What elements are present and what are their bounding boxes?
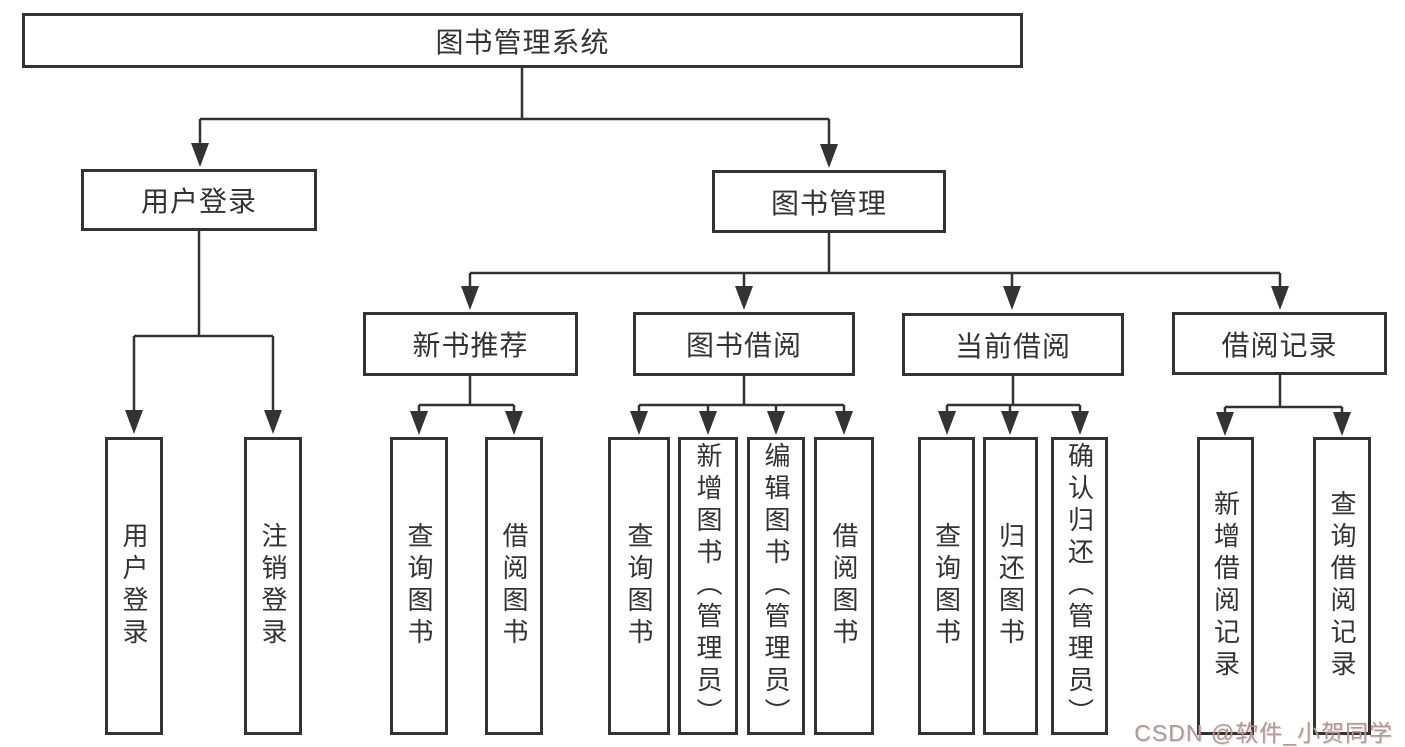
leaf-confirm-return: 确认归还（管理员） <box>1051 437 1108 735</box>
leaf-query-book-recommend: 查询图书 <box>390 437 448 735</box>
node-root: 图书管理系统 <box>22 13 1023 68</box>
leaf-edit-book-label: 编辑图书（管理员） <box>761 442 791 730</box>
leaf-logout-label: 注销登录 <box>258 522 288 650</box>
node-book-borrow-label: 图书借阅 <box>685 330 802 361</box>
node-user-login: 用户登录 <box>81 169 317 231</box>
node-book-management-label: 图书管理 <box>770 187 887 219</box>
leaf-borrow-book: 借阅图书 <box>814 437 874 735</box>
node-book-borrow: 图书借阅 <box>633 312 855 376</box>
leaf-user-login-label: 用户登录 <box>119 522 149 650</box>
leaf-borrow-book-label: 借阅图书 <box>829 522 859 650</box>
leaf-query-borrow-record: 查询借阅记录 <box>1313 437 1371 735</box>
leaf-add-borrow-record-label: 新增借阅记录 <box>1210 490 1241 682</box>
leaf-borrow-book-recommend: 借阅图书 <box>485 437 543 735</box>
leaf-query-book-current-label: 查询图书 <box>931 522 962 650</box>
leaf-return-book: 归还图书 <box>983 437 1038 735</box>
csdn-watermark: CSDN @软件_小贺同学 <box>1134 720 1393 746</box>
leaf-add-book-label: 新增图书（管理员） <box>693 442 723 730</box>
leaf-query-book-current: 查询图书 <box>918 437 975 735</box>
leaf-add-book: 新增图书（管理员） <box>678 437 738 735</box>
leaf-query-book-borrow-label: 查询图书 <box>624 522 654 650</box>
leaf-query-book-borrow: 查询图书 <box>608 437 670 735</box>
leaf-user-login: 用户登录 <box>105 437 163 735</box>
node-new-book-recommend-label: 新书推荐 <box>412 330 529 361</box>
leaf-borrow-book-recommend-label: 借阅图书 <box>499 522 529 650</box>
leaf-logout: 注销登录 <box>244 437 302 735</box>
leaf-query-borrow-record-label: 查询借阅记录 <box>1327 490 1357 682</box>
leaf-edit-book: 编辑图书（管理员） <box>747 437 805 735</box>
node-current-borrow-label: 当前借阅 <box>954 330 1071 362</box>
node-book-management: 图书管理 <box>712 170 946 233</box>
node-borrow-records-label: 借阅记录 <box>1221 329 1338 361</box>
node-current-borrow: 当前借阅 <box>902 313 1124 376</box>
leaf-return-book-label: 归还图书 <box>995 522 1026 650</box>
arrowhead-icons <box>125 143 1351 436</box>
node-new-book-recommend: 新书推荐 <box>363 312 578 376</box>
node-root-label: 图书管理系统 <box>435 26 610 58</box>
node-user-login-label: 用户登录 <box>140 186 257 217</box>
leaf-confirm-return-label: 确认归还（管理员） <box>1064 442 1095 730</box>
leaf-add-borrow-record: 新增借阅记录 <box>1197 437 1254 735</box>
leaf-query-book-recommend-label: 查询图书 <box>404 522 434 650</box>
node-borrow-records: 借阅记录 <box>1172 312 1387 375</box>
